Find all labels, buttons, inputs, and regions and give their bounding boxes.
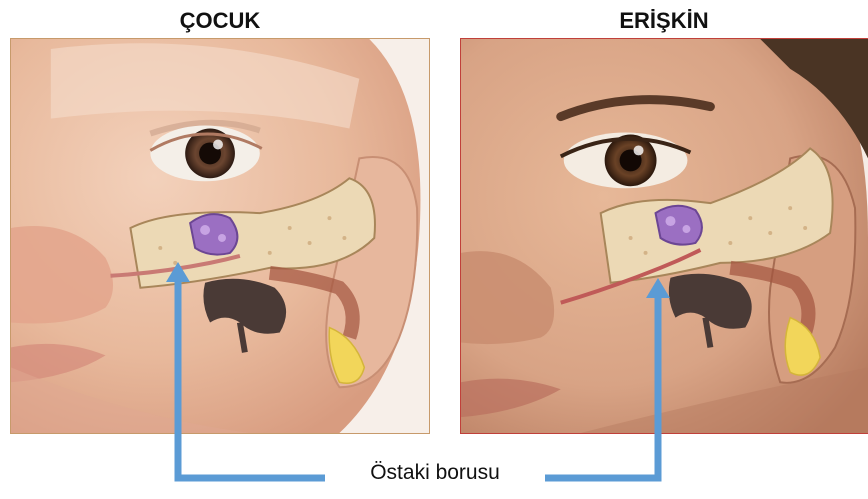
adult-eye-highlight — [634, 145, 644, 155]
adult-ossicles — [656, 206, 702, 245]
child-ossicles — [190, 214, 237, 254]
panel-title-child: ÇOCUK — [10, 4, 430, 38]
child-eye-highlight — [213, 139, 223, 149]
child-ear-illustration — [10, 38, 430, 434]
adult-ear-illustration — [460, 38, 868, 434]
panel-title-adult: ERİŞKİN — [460, 4, 868, 38]
eustachian-tube-label: Östaki borusu — [330, 458, 540, 488]
